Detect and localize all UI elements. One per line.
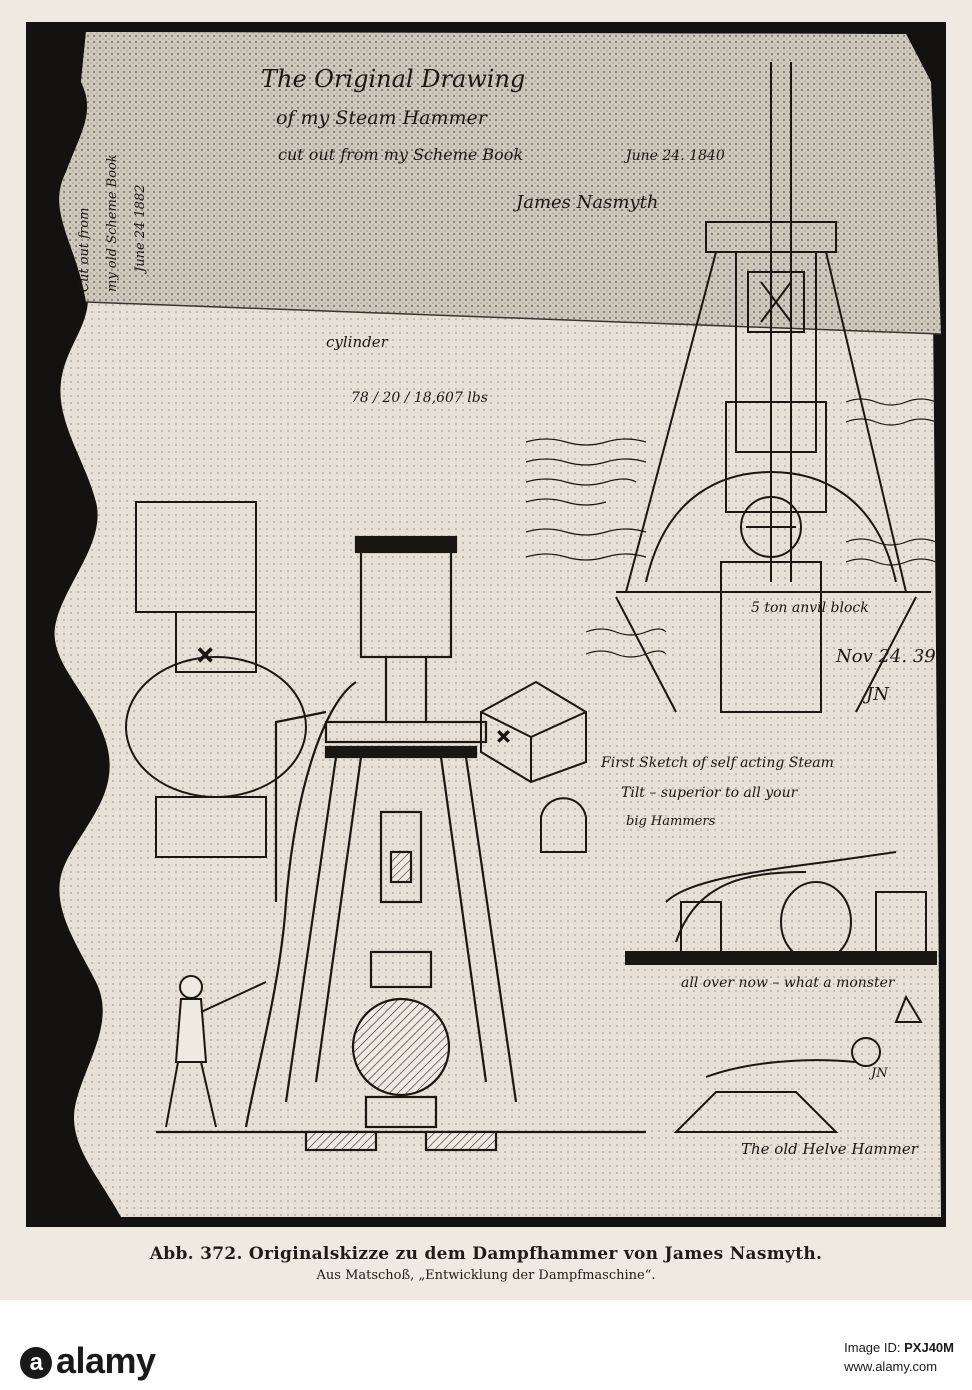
title-handwriting-2: of my Steam Hammer: [276, 107, 489, 129]
note-all-over: all over now – what a monster: [681, 975, 896, 991]
note-jn: JN: [868, 1066, 888, 1081]
page: The Original Drawing of my Steam Hammer …: [0, 0, 972, 1300]
alamy-logo-icon: a: [20, 1347, 52, 1379]
image-meta: Image ID: PXJ40M www.alamy.com: [844, 1338, 954, 1376]
initials-mark: JN: [862, 684, 890, 705]
engraving-plate: The Original Drawing of my Steam Hammer …: [26, 22, 946, 1227]
upper-band: [59, 32, 942, 334]
paper-sheet: [54, 32, 942, 1217]
main-steam-hammer: [156, 535, 646, 1152]
title-date: June 24. 1840: [623, 148, 725, 164]
note-tilt: Tilt – superior to all your: [621, 785, 799, 801]
caption-source: Aus Matschoß, „Entwicklung der Dampfmasc…: [316, 1268, 656, 1283]
note-old-helve: The old Helve Hammer: [741, 1140, 919, 1158]
title-handwriting-3: cut out from my Scheme Book: [278, 145, 523, 164]
self-acting-sketch: [540, 797, 937, 965]
caption-title: Abb. 372. Originalskizze zu dem Dampfham…: [149, 1244, 823, 1264]
note-first-sketch: First Sketch of self acting Steam: [600, 755, 834, 771]
steam-hammer-sketch: The Original Drawing of my Steam Hammer …: [26, 22, 946, 1227]
note-cylinder: cylinder: [326, 333, 389, 351]
title-handwriting-1: The Original Drawing: [261, 65, 525, 93]
side-note-c: June 24 1882: [133, 184, 148, 275]
svg-text:×: ×: [496, 726, 511, 747]
side-note-b: my old Scheme Book: [105, 154, 120, 292]
svg-text:×: ×: [196, 643, 214, 668]
image-id: PXJ40M: [904, 1340, 954, 1355]
helve-hammer-sketch: [673, 994, 923, 1133]
scribbled-notes: [525, 398, 937, 658]
worker-figure: [165, 975, 267, 1128]
note-nov: Nov 24. 39: [835, 646, 936, 667]
block-sketch: ×: [480, 680, 587, 784]
left-hammer-part: ×: [125, 501, 307, 858]
note-big: big Hammers: [626, 814, 716, 829]
anvil-block-label: 5 ton anvil block: [751, 600, 869, 616]
side-note-a: Cut out from: [77, 208, 92, 292]
alamy-logo-text: alamy: [56, 1340, 156, 1381]
note-lbs: 78 / 20 / 18,607 lbs: [351, 390, 488, 406]
image-id-label: Image ID:: [844, 1340, 901, 1355]
signature: James Nasmyth: [512, 192, 658, 213]
upper-right-hammer: [615, 62, 931, 713]
site-url[interactable]: www.alamy.com: [844, 1359, 938, 1374]
